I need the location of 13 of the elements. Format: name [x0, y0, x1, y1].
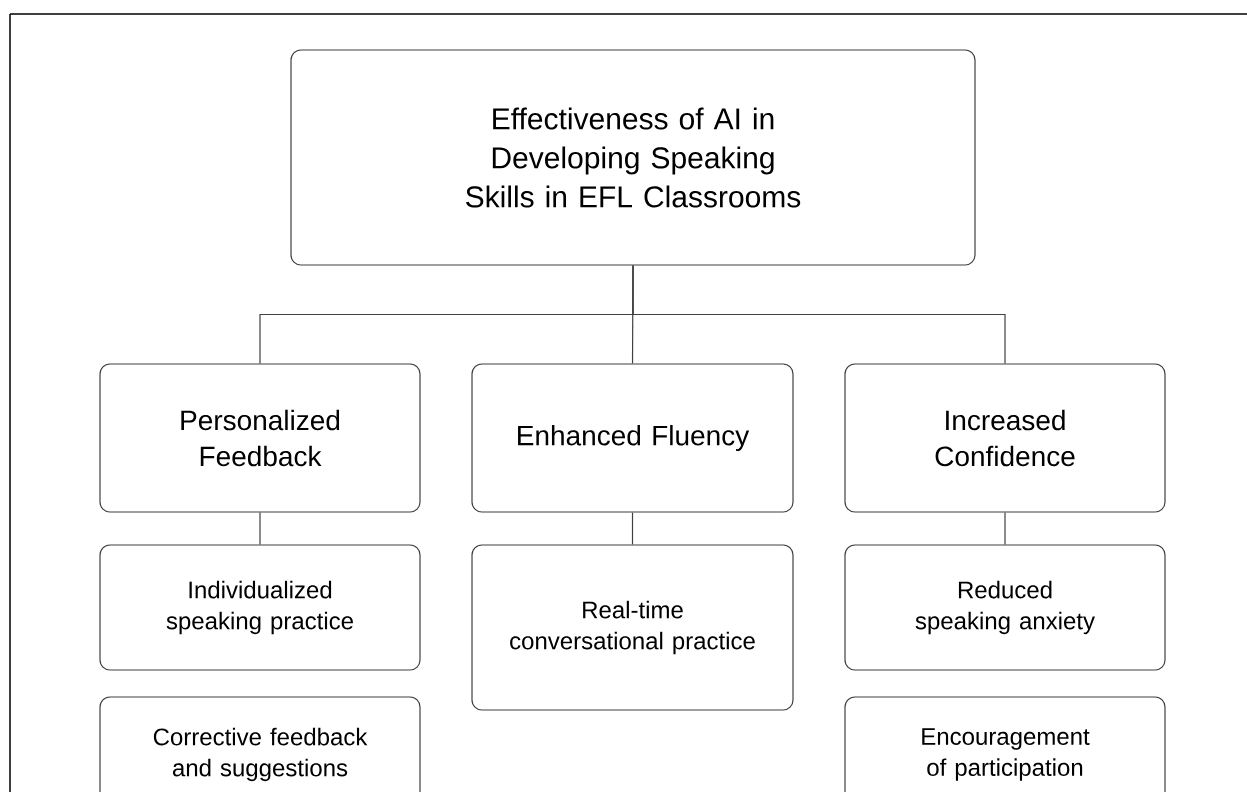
category-box: Enhanced Fluency — [471, 363, 794, 513]
item-box: Reduced speaking anxiety — [844, 544, 1166, 671]
connector — [259, 512, 261, 545]
item-box: Encouragement of participation — [844, 696, 1166, 792]
category-box: Personalized Feedback — [99, 363, 421, 513]
connector — [1004, 512, 1006, 545]
connector — [632, 265, 1006, 364]
item-box: Individualized speaking practice — [99, 544, 421, 671]
title-box: Effectiveness of AI in Developing Speaking Skills in EFL Classrooms — [290, 49, 976, 266]
item-box: Real-time conversational practice — [471, 544, 794, 711]
item-box: Corrective feedback and suggestions — [99, 696, 421, 792]
connector — [631, 512, 634, 545]
category-box: Increased Confidence — [844, 363, 1166, 513]
